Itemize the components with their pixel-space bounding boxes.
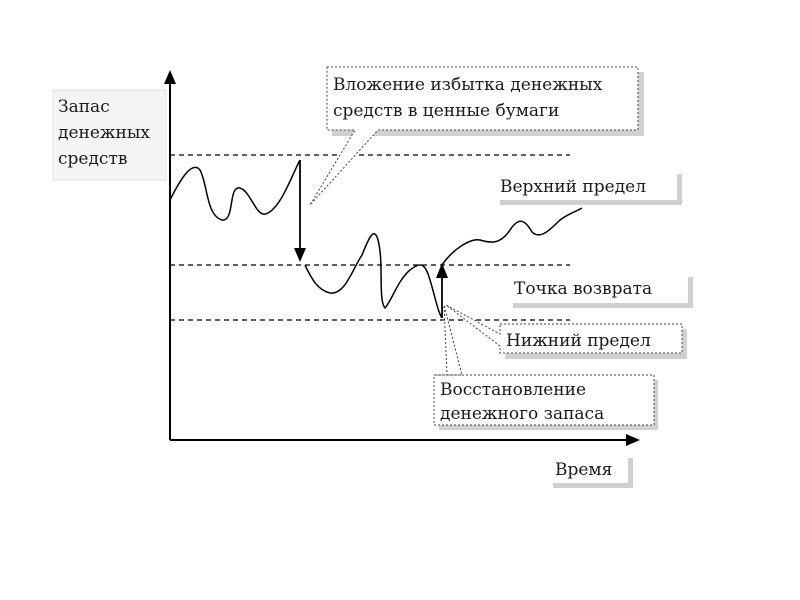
lower-limit-label-box: Нижний предел: [445, 304, 687, 359]
return-point-label-box: Точка возврата: [508, 272, 693, 308]
y-axis-label-box: Запас денежных средств: [52, 89, 167, 181]
restoration-callout: Восстановление денежного запаса: [433, 304, 658, 430]
upper-limit-label-box: Верхний предел: [495, 169, 682, 205]
y-axis-label-line-2: денежных: [58, 123, 150, 143]
y-axis-label-line-3: средств: [58, 149, 127, 169]
investment-callout-line-1: Вложение избытка денежных: [333, 75, 603, 95]
cash-balance-curve: [169, 159, 583, 319]
return-point-label: Точка возврата: [514, 279, 652, 299]
x-axis-label: Время: [555, 460, 612, 480]
investment-callout-line-2: средств в ценные бумаги: [333, 101, 559, 121]
x-axis-label-box: Время: [548, 453, 633, 488]
restoration-callout-line-1: Восстановление: [440, 380, 586, 400]
x-axis-arrowhead: [626, 434, 640, 446]
upper-limit-label: Верхний предел: [500, 177, 646, 197]
investment-callout: Вложение избытка денежных средств в ценн…: [309, 66, 644, 206]
y-axis-label-line-1: Запас: [58, 97, 110, 117]
investment-arrowhead: [294, 248, 306, 262]
restoration-callout-line-2: денежного запаса: [440, 404, 604, 424]
y-axis-arrowhead: [164, 70, 176, 84]
lower-limit-label: Нижний предел: [506, 331, 651, 351]
restoration-arrowhead: [436, 263, 448, 278]
